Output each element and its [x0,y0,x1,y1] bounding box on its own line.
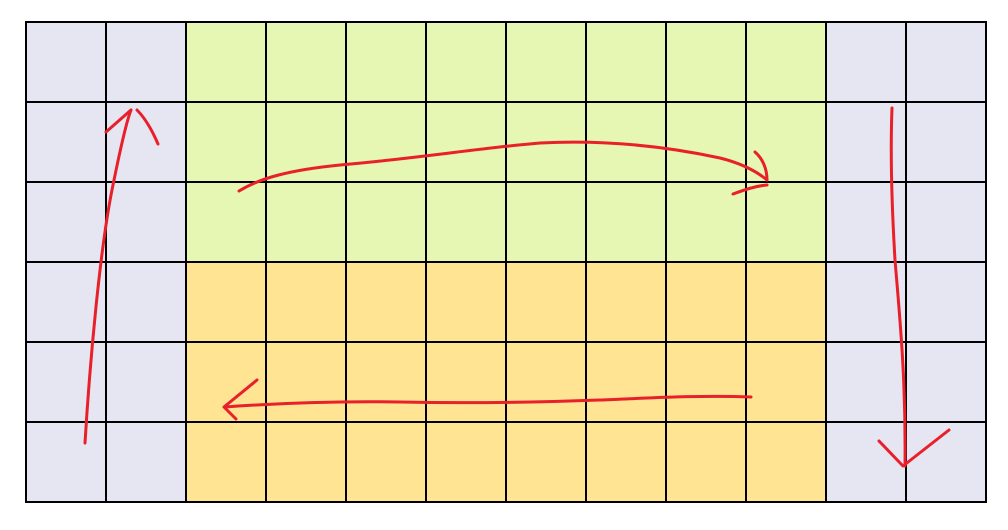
grid-cell [665,261,747,343]
grid-cell [425,21,507,103]
grid-cell [345,341,427,423]
grid-cell [265,21,347,103]
grid-cell [425,261,507,343]
grid-cell [905,21,987,103]
grid-cell [425,341,507,423]
grid-cell [185,181,267,263]
grid-cell [345,101,427,183]
grid-cell [745,341,827,423]
grid-cell [745,181,827,263]
grid-cell [105,341,187,423]
grid-cell [745,421,827,503]
arrow-down-right [877,106,951,468]
grid-cell [105,421,187,503]
grid-cell [825,101,907,183]
hand-drawn-arrows [83,106,951,468]
grid-cell [105,261,187,343]
grid-cell [105,101,187,183]
grid-cell [905,341,987,423]
grid-cell [665,421,747,503]
grid-cells [25,21,987,503]
grid-cell [25,341,107,423]
grid-cell [185,101,267,183]
grid-cell [745,261,827,343]
grid-cell [505,341,587,423]
grid-cell [345,421,427,503]
grid-cell [585,21,667,103]
grid-cell [185,261,267,343]
grid-cell [185,21,267,103]
grid-cell [105,21,187,103]
grid-cell [505,261,587,343]
grid-cell [25,421,107,503]
grid-cell [585,261,667,343]
grid-cell [105,181,187,263]
grid-cell [265,341,347,423]
grid-cell [825,261,907,343]
grid-cell [905,261,987,343]
grid-cell [585,421,667,503]
grid-cell [425,101,507,183]
grid-cell [505,21,587,103]
grid-cell [825,341,907,423]
grid-cell [745,101,827,183]
grid-cell [265,181,347,263]
grid-cell [425,181,507,263]
grid-cell [585,181,667,263]
arrow-right-top [237,140,769,196]
grid-cell [825,421,907,503]
grid-cell [905,181,987,263]
grid-cell [665,101,747,183]
grid-cell [265,261,347,343]
grid-cell [665,21,747,103]
grid-cell [505,421,587,503]
grid-cell [25,101,107,183]
grid-cell [505,181,587,263]
arrow-up-left [83,108,160,445]
grid-cell [265,421,347,503]
grid-cell [25,21,107,103]
grid-cell [665,341,747,423]
grid-cell [345,181,427,263]
grid-cell [745,21,827,103]
grid-cell [185,421,267,503]
grid-cell [425,421,507,503]
grid-cell [345,21,427,103]
grid-cell [345,261,427,343]
grid-cell [25,181,107,263]
grid-cell [825,21,907,103]
grid-cell [585,341,667,423]
arrow-left-bottom [222,378,753,421]
grid-cell [905,101,987,183]
